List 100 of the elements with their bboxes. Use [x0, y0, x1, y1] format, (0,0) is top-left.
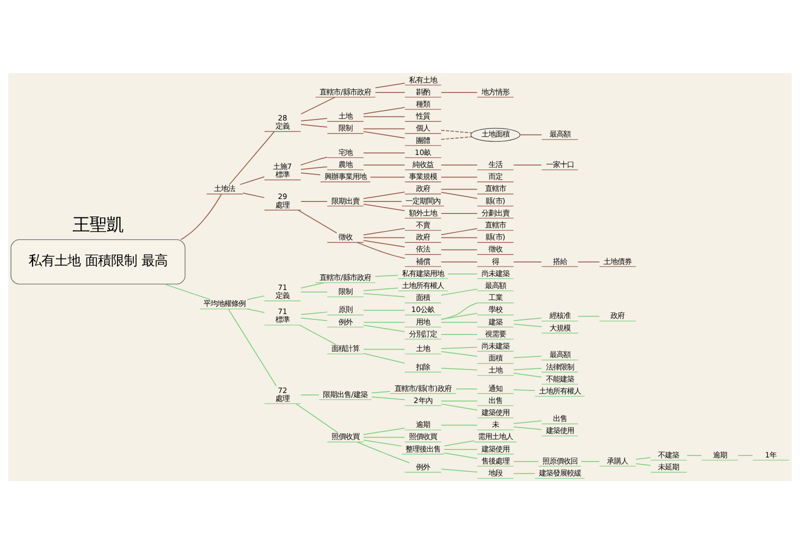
connector [300, 166, 328, 170]
connector [513, 324, 542, 328]
connector [363, 237, 406, 238]
connector [440, 346, 478, 350]
connector [229, 131, 275, 185]
connector [440, 468, 478, 473]
connector [444, 452, 478, 459]
connector [440, 351, 478, 357]
connector [242, 192, 265, 198]
connector [374, 92, 406, 93]
connector [440, 228, 478, 236]
connector [513, 426, 542, 430]
connector [246, 308, 265, 314]
connector [180, 194, 222, 240]
connector [300, 200, 328, 202]
connector [440, 400, 478, 402]
connector [300, 394, 320, 396]
connector [440, 249, 478, 250]
connector [370, 176, 406, 178]
connector [440, 312, 478, 320]
connector [300, 282, 325, 288]
connector [580, 461, 600, 462]
node-box: 私有土地 面積限制 最高 [10, 239, 186, 284]
connector [513, 318, 542, 322]
connector [363, 324, 406, 332]
connector [363, 192, 406, 200]
connector [300, 318, 328, 322]
connector [513, 461, 539, 462]
connector [363, 348, 406, 350]
connector [738, 455, 754, 456]
connector [300, 124, 328, 128]
connector [686, 455, 702, 456]
connector [440, 188, 478, 190]
connector [363, 128, 406, 130]
connector [300, 118, 328, 122]
label: 王聖凱 [72, 215, 124, 236]
connector [298, 210, 338, 234]
connector [513, 356, 542, 358]
connector [513, 420, 542, 424]
connector [300, 96, 336, 114]
connector [440, 136, 472, 140]
connector [578, 316, 600, 317]
connector [440, 404, 478, 411]
connector [440, 176, 478, 178]
connector [440, 164, 478, 166]
connector [164, 284, 210, 300]
connector [228, 308, 277, 386]
connector [371, 396, 406, 400]
connector [300, 156, 328, 166]
connector [363, 228, 406, 236]
connector [440, 334, 478, 335]
connector [440, 130, 472, 134]
connector [513, 164, 542, 166]
connector [440, 92, 478, 93]
connector [363, 164, 406, 166]
connector [440, 192, 478, 199]
connector [363, 131, 406, 139]
connector [440, 368, 478, 370]
connector [363, 204, 406, 212]
connector [440, 213, 478, 214]
connector [444, 448, 478, 450]
connector [363, 152, 406, 154]
connector [578, 261, 600, 262]
connector [440, 322, 478, 323]
connector [296, 403, 338, 433]
connector [363, 428, 406, 435]
connector [363, 240, 406, 248]
connector [440, 302, 478, 320]
connector [374, 82, 406, 88]
connector [440, 237, 478, 238]
connector [363, 116, 406, 118]
connector [513, 389, 536, 391]
connector [440, 288, 478, 296]
connector [636, 463, 651, 466]
connector [300, 292, 328, 293]
connector [356, 242, 406, 259]
connector [363, 293, 406, 298]
connector [513, 473, 536, 474]
connector [363, 288, 398, 292]
connector [356, 442, 410, 464]
connector [240, 176, 265, 185]
connector [246, 295, 265, 300]
connector [513, 261, 542, 262]
connector [444, 440, 475, 446]
connector [440, 261, 478, 262]
connector [363, 436, 406, 438]
connector [299, 324, 336, 345]
connector [371, 391, 390, 394]
connector [374, 274, 398, 277]
connector [440, 424, 478, 426]
connector [636, 457, 651, 460]
connector [363, 440, 402, 447]
connector [363, 200, 402, 202]
connector [513, 372, 542, 378]
connector [520, 134, 542, 136]
connector [363, 106, 406, 114]
connector [300, 312, 328, 316]
connector [300, 172, 321, 176]
connector [513, 368, 542, 370]
connector [363, 322, 406, 323]
